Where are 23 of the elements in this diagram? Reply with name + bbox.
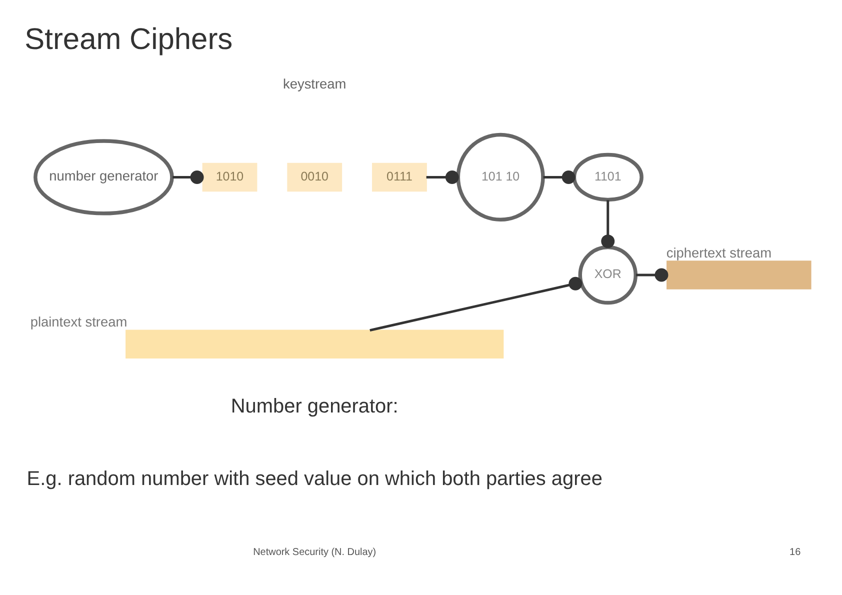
diagram-title: Stream Ciphers: [24, 22, 233, 56]
node-bar: [666, 260, 812, 290]
node-circle: 101 10: [456, 132, 545, 222]
connector: [172, 170, 204, 184]
node-ellipse: number generator: [34, 139, 174, 216]
connector: [601, 200, 615, 248]
node-label: ciphertext stream: [666, 245, 772, 260]
label: E.g. random number with seed value on which both parties agree: [26, 468, 602, 490]
label: 16: [790, 546, 801, 558]
label: Number generator:: [230, 396, 398, 418]
connector: [426, 170, 459, 184]
node-box: 1010: [202, 162, 258, 192]
connector: [636, 268, 668, 282]
label: keystream: [282, 76, 346, 92]
node-box: 0010: [287, 162, 342, 192]
node-circle: XOR: [578, 245, 638, 305]
connector: [370, 276, 582, 332]
node-ellipse: 1101: [572, 152, 644, 202]
label: Network Security (N. Dulay): [253, 546, 376, 558]
connector: [543, 170, 576, 184]
node-label: plaintext stream: [30, 314, 128, 330]
node-box: 0111: [372, 162, 427, 192]
node-bar: [126, 330, 504, 358]
